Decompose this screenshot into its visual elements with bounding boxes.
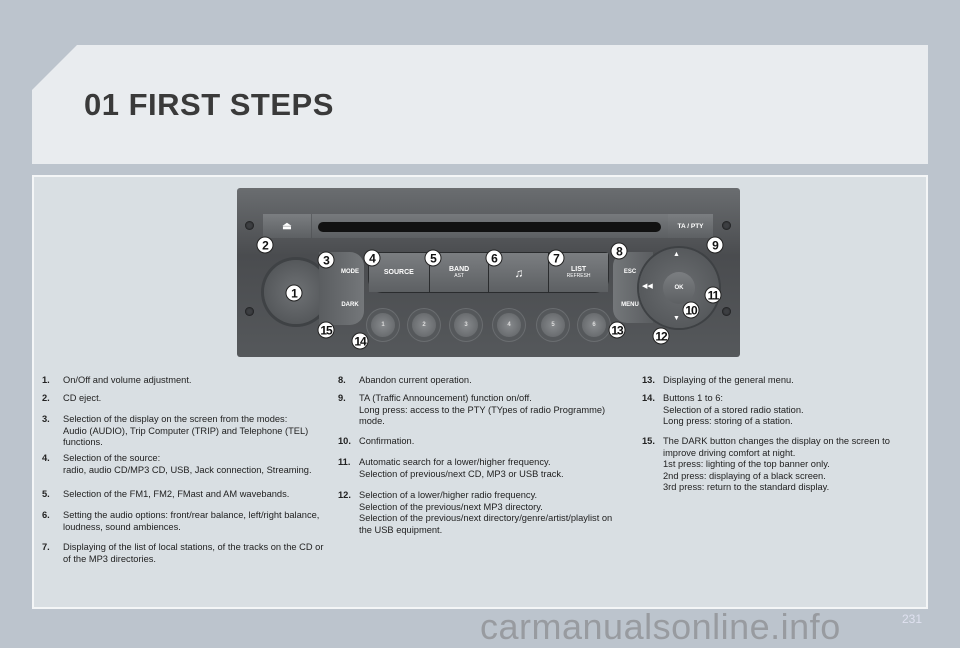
navigation-pad[interactable]: ▲ ▼ ◀◀ OK bbox=[639, 248, 719, 328]
item-text: Selection of a lower/higher radio freque… bbox=[359, 490, 613, 535]
eject-icon: ⏏ bbox=[282, 220, 292, 232]
item-number: 5. bbox=[42, 489, 50, 499]
preset-button-6[interactable]: 6 bbox=[582, 313, 606, 337]
callout-6: 6 bbox=[485, 249, 503, 267]
preset-button-5[interactable]: 5 bbox=[541, 313, 565, 337]
arrow-up-icon[interactable]: ▲ bbox=[673, 251, 680, 258]
callout-2: 2 bbox=[256, 236, 274, 254]
watermark: carmanualsonline.info bbox=[480, 606, 841, 647]
callout-9: 9 bbox=[706, 236, 724, 254]
item-text: Confirmation. bbox=[359, 436, 415, 446]
callout-12: 12 bbox=[652, 327, 670, 345]
item-text: Automatic search for a lower/higher freq… bbox=[359, 457, 564, 479]
header-banner: 01 FIRST STEPS bbox=[32, 45, 928, 164]
item-number: 15. bbox=[642, 436, 655, 446]
item-number: 10. bbox=[338, 436, 351, 446]
callout-3: 3 bbox=[317, 251, 335, 269]
list-sub-label: REFRESH bbox=[566, 273, 591, 279]
callout-7: 7 bbox=[547, 249, 565, 267]
item-text: Abandon current operation. bbox=[359, 375, 472, 385]
item-number: 4. bbox=[42, 453, 50, 463]
item-text: TA (Traffic Announcement) function on/of… bbox=[359, 393, 606, 426]
item-text: The DARK button changes the display on t… bbox=[663, 436, 890, 492]
screw-icon bbox=[245, 221, 254, 230]
esc-button[interactable]: ESC bbox=[623, 269, 637, 275]
callout-1: 1 bbox=[285, 284, 303, 302]
page-number: 231 bbox=[902, 612, 923, 626]
item-number: 8. bbox=[338, 375, 346, 385]
band-sub-label: AST bbox=[454, 273, 464, 279]
callout-11: 11 bbox=[704, 286, 722, 304]
ok-button[interactable]: OK bbox=[663, 272, 695, 304]
callout-4: 4 bbox=[363, 249, 381, 267]
callout-14: 14 bbox=[351, 332, 369, 350]
mode-button[interactable]: MODE bbox=[341, 269, 359, 275]
item-number: 6. bbox=[42, 510, 50, 520]
item-text: Selection of the FM1, FM2, FMast and AM … bbox=[63, 489, 290, 499]
band-label: BAND bbox=[448, 266, 470, 273]
seek-back-icon[interactable]: ◀◀ bbox=[642, 283, 653, 290]
item-number: 3. bbox=[42, 414, 50, 424]
screw-icon bbox=[245, 307, 254, 316]
screw-icon bbox=[722, 221, 731, 230]
cd-slot bbox=[318, 222, 661, 232]
item-text: On/Off and volume adjustment. bbox=[63, 375, 192, 385]
callout-10: 10 bbox=[682, 301, 700, 319]
preset-button-4[interactable]: 4 bbox=[497, 313, 521, 337]
item-number: 2. bbox=[42, 393, 50, 403]
item-text: Selection of the display on the screen f… bbox=[63, 414, 309, 447]
item-number: 14. bbox=[642, 393, 655, 403]
item-text: CD eject. bbox=[63, 393, 102, 403]
music-note-icon: ♫ bbox=[514, 265, 524, 280]
item-text: Selection of the source: radio, audio CD… bbox=[63, 453, 312, 475]
callout-5: 5 bbox=[424, 249, 442, 267]
list-label: LIST bbox=[571, 266, 587, 273]
item-number: 7. bbox=[42, 542, 50, 552]
arrow-down-icon[interactable]: ▼ bbox=[673, 315, 680, 322]
callout-15: 15 bbox=[317, 321, 335, 339]
page-title: 01 FIRST STEPS bbox=[84, 87, 334, 122]
menu-button[interactable]: MENU bbox=[621, 302, 639, 308]
item-number: 13. bbox=[642, 375, 655, 385]
item-text: Setting the audio options: front/rear ba… bbox=[63, 510, 320, 532]
cd-slot-panel bbox=[312, 214, 668, 238]
callout-13: 13 bbox=[608, 321, 626, 339]
preset-button-2[interactable]: 2 bbox=[412, 313, 436, 337]
item-text: Buttons 1 to 6: Selection of a stored ra… bbox=[663, 393, 804, 426]
preset-button-3[interactable]: 3 bbox=[454, 313, 478, 337]
item-text: Displaying of the list of local stations… bbox=[63, 542, 324, 564]
item-number: 11. bbox=[338, 457, 351, 467]
item-number: 12. bbox=[338, 490, 351, 500]
callout-8: 8 bbox=[610, 242, 628, 260]
preset-button-1[interactable]: 1 bbox=[371, 313, 395, 337]
dark-button[interactable]: DARK bbox=[341, 302, 359, 308]
screw-icon bbox=[722, 307, 731, 316]
item-text: Displaying of the general menu. bbox=[663, 375, 794, 385]
eject-button[interactable]: ⏏ bbox=[263, 214, 311, 238]
item-number: 1. bbox=[42, 375, 50, 385]
ta-pty-button[interactable]: TA / PTY bbox=[668, 214, 713, 238]
item-number: 9. bbox=[338, 393, 346, 403]
